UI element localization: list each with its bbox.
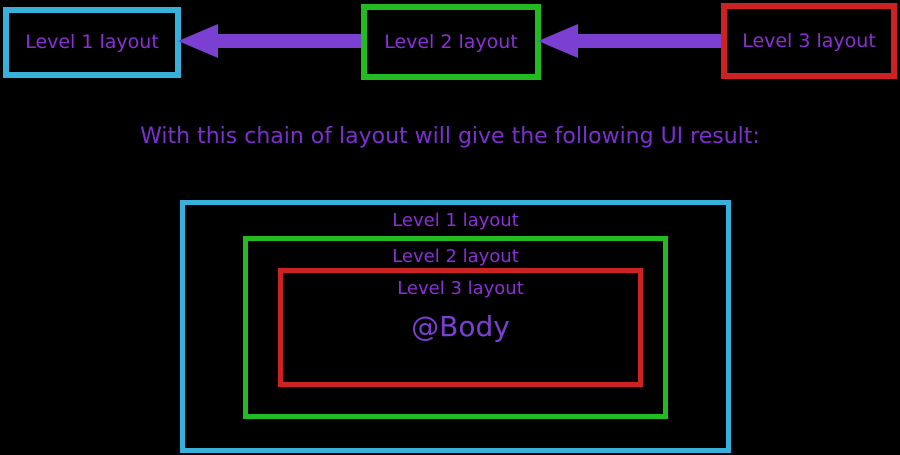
- body-placeholder-token: @Body: [411, 310, 510, 343]
- arrow-level3-to-level2: [538, 24, 726, 58]
- nested-label-level-2: Level 2 layout: [392, 246, 519, 267]
- chain-box-level-1: Level 1 layout: [3, 7, 181, 78]
- chain-box-level-3: Level 3 layout: [721, 3, 897, 79]
- chain-box-level-1-label: Level 1 layout: [25, 31, 159, 53]
- nested-label-level-1: Level 1 layout: [392, 210, 519, 231]
- nested-box-level-2: Level 2 layout Level 3 layout @Body: [243, 236, 668, 419]
- arrow-level2-to-level1: [178, 24, 366, 58]
- chain-box-level-3-label: Level 3 layout: [742, 29, 876, 52]
- chain-box-level-2-label: Level 2 layout: [384, 30, 518, 53]
- caption-text: With this chain of layout will give the …: [140, 124, 760, 149]
- chain-box-level-2: Level 2 layout: [361, 4, 541, 80]
- nested-label-level-3: Level 3 layout: [397, 278, 524, 299]
- nested-box-level-1: Level 1 layout Level 2 layout Level 3 la…: [180, 200, 731, 453]
- nested-box-level-3: Level 3 layout @Body: [278, 268, 643, 387]
